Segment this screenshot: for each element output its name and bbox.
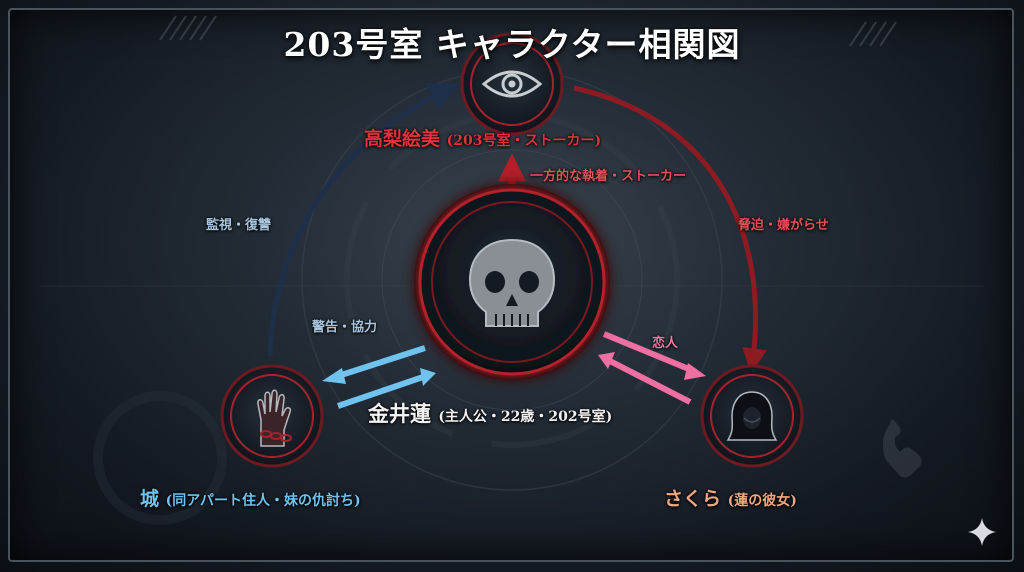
corner-hatching <box>159 15 897 47</box>
relation-left-to-top: 監視・復讐 <box>206 218 272 233</box>
arrow-right-center <box>598 331 706 405</box>
right-desc: (蓮の彼女) <box>727 493 797 509</box>
page-title: 203号室 キャラクター相関図 <box>283 25 741 64</box>
arrow-left-center <box>322 345 436 409</box>
left-desc: (同アパート住人・妹の仇討ち) <box>165 493 361 509</box>
center-name: 金井蓮 <box>368 401 431 426</box>
top-name: 高梨絵美 <box>364 128 441 150</box>
frame-border <box>8 8 1014 562</box>
right-name: さくら <box>664 488 722 510</box>
hooded-figure-icon <box>726 391 778 441</box>
label-top-character: 高梨絵美 (203号室・ストーカー) <box>364 124 601 151</box>
label-left-character: 城 (同アパート住人・妹の仇討ち) <box>140 484 361 511</box>
center-desc: (主人公・22歳・202号室) <box>438 409 613 425</box>
arrow-top-to-right <box>573 85 767 374</box>
top-desc: (203号室・ストーカー) <box>446 133 602 149</box>
node-center <box>414 184 610 380</box>
relation-top-to-right: 脅迫・嫌がらせ <box>738 218 829 233</box>
chained-hand-icon <box>257 389 292 447</box>
eye-icon <box>481 70 543 98</box>
skull-icon <box>468 238 556 327</box>
node-right <box>700 364 804 468</box>
sparkle-icon <box>968 518 996 546</box>
relation-top-to-center: 一方的な執着・ストーカー <box>530 169 687 184</box>
arrow-left-to-top <box>267 83 460 357</box>
left-name: 城 <box>140 488 160 510</box>
label-center-character: 金井蓮 (主人公・22歳・202号室) <box>368 398 612 428</box>
node-top <box>460 32 564 136</box>
node-left <box>220 364 324 468</box>
relation-right-center: 恋人 <box>652 336 679 351</box>
label-right-character: さくら (蓮の彼女) <box>664 484 797 511</box>
phone-icon <box>882 419 922 478</box>
relation-left-center: 警告・協力 <box>312 320 378 335</box>
